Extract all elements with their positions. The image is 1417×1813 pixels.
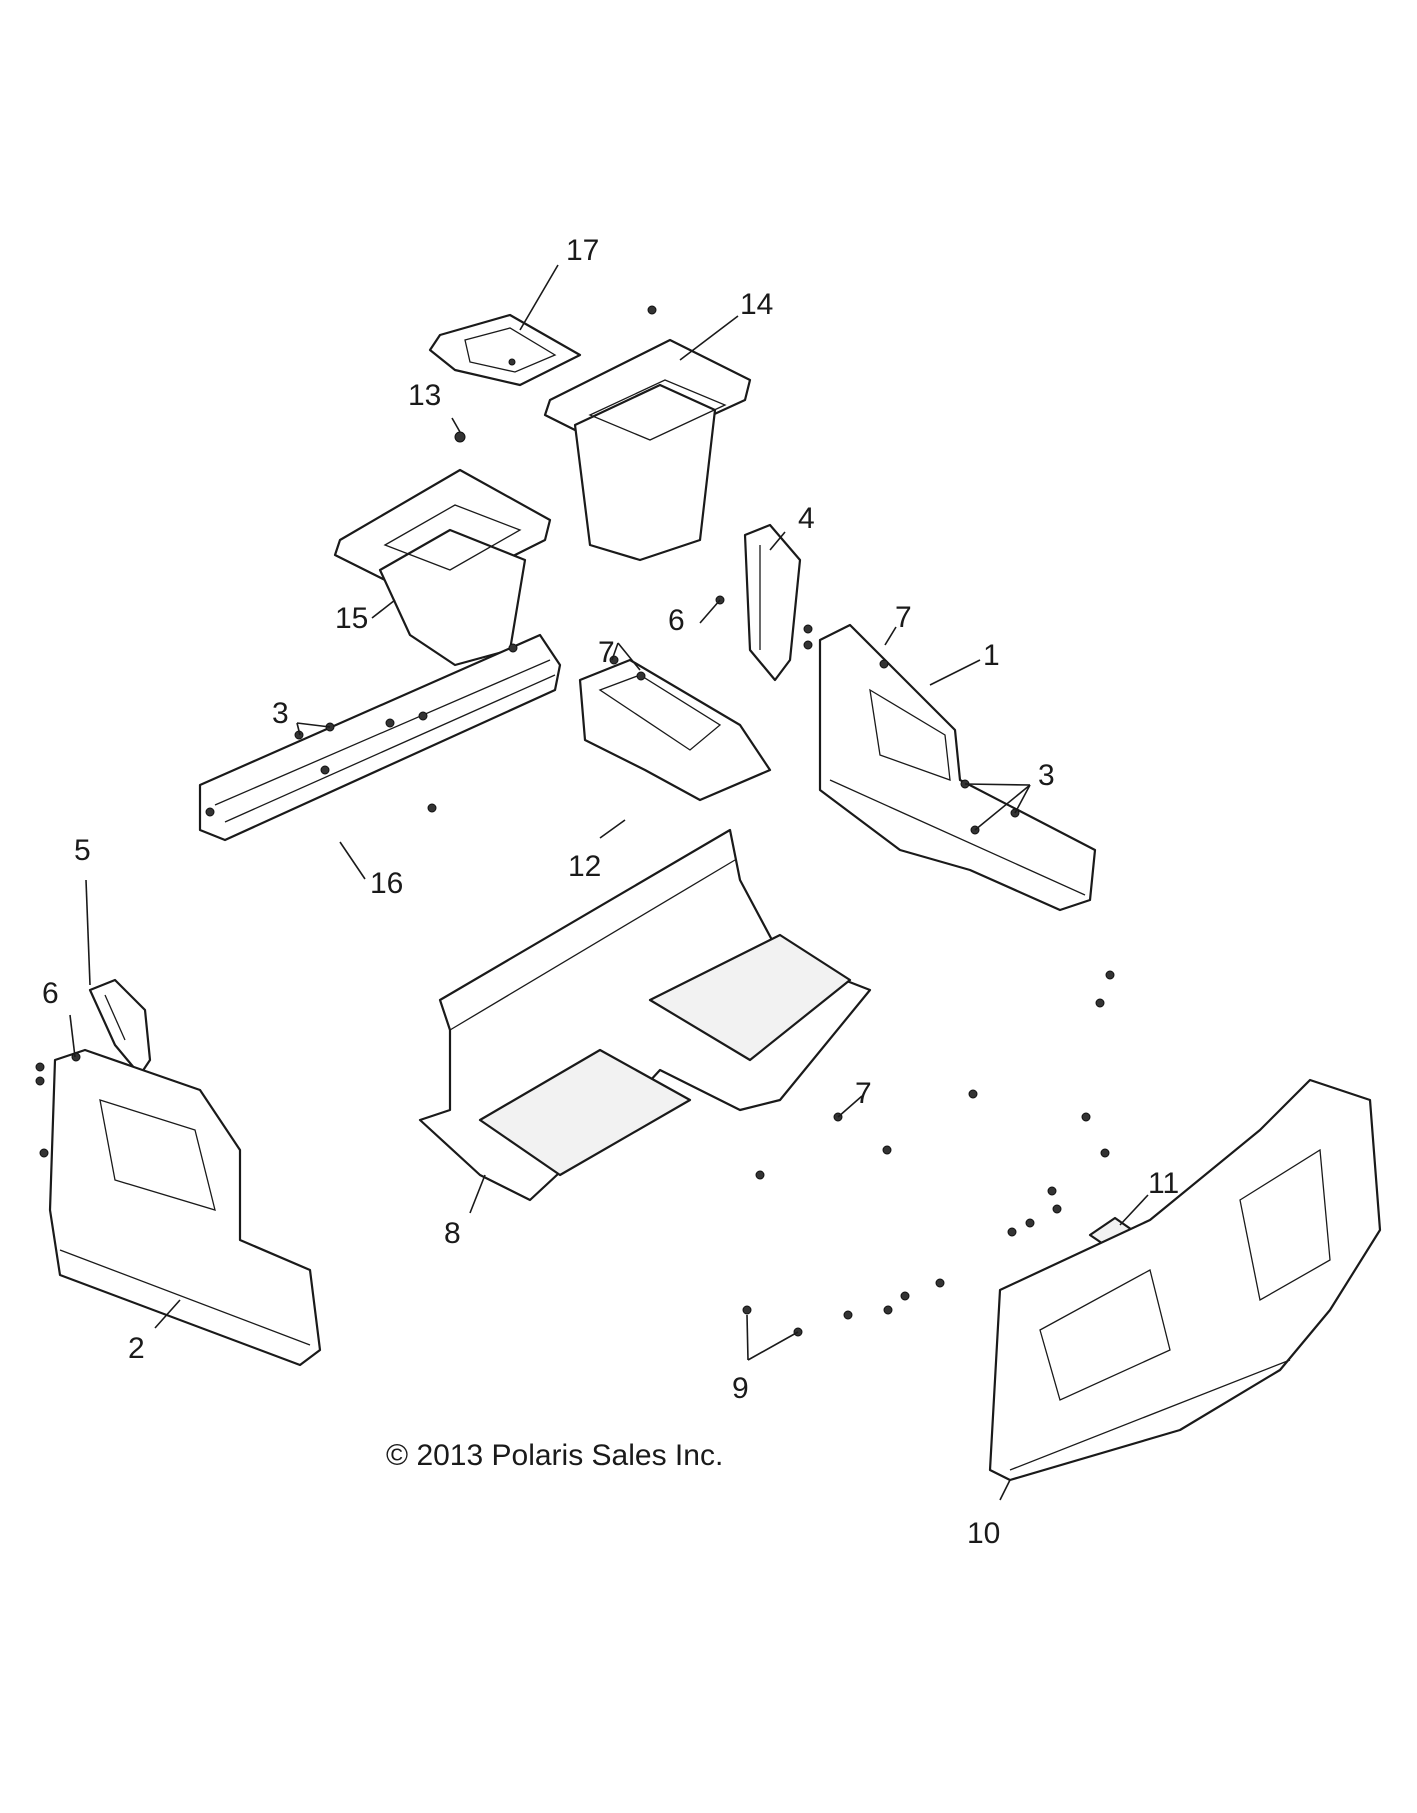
callout-10: 10 [967, 1517, 1000, 1550]
callout-15: 15 [335, 602, 368, 635]
callout-13: 13 [408, 379, 441, 412]
callout-1: 1 [983, 639, 1000, 672]
part-16-rail [198, 633, 562, 842]
part-4-side-panel [743, 523, 802, 682]
callout-9: 9 [732, 1372, 749, 1405]
callout-2: 2 [128, 1332, 145, 1365]
part-2-left-panel [48, 1048, 322, 1367]
callout-16: 16 [370, 867, 403, 900]
leader-lines [69, 264, 1149, 1501]
callout-6a: 6 [668, 604, 685, 637]
part-8-floor [418, 828, 872, 1202]
part-13-fastener [454, 431, 466, 443]
callout-3b: 3 [1038, 759, 1055, 792]
callout-labels: 17 14 13 15 4 6 7 1 7 3 3 16 12 5 6 8 7 … [42, 234, 1179, 1550]
copyright-notice: © 2013 Polaris Sales Inc. [386, 1439, 723, 1472]
part-14-storage-bin [543, 305, 752, 562]
callout-11: 11 [1148, 1167, 1179, 1200]
callout-14: 14 [740, 288, 773, 321]
callout-7c: 7 [855, 1077, 872, 1110]
part-10-rear-panel [988, 1078, 1382, 1482]
callout-8: 8 [444, 1217, 461, 1250]
callout-6b: 6 [42, 977, 59, 1010]
callout-7b: 7 [598, 636, 615, 669]
part-5-side-panel [88, 978, 152, 1077]
part-1-right-panel [818, 623, 1097, 912]
callout-17: 17 [566, 234, 599, 267]
part-15-storage-bin [333, 468, 552, 667]
callout-12: 12 [568, 850, 601, 883]
fasteners [35, 595, 1115, 1337]
callout-4: 4 [798, 502, 815, 535]
callout-7a: 7 [895, 601, 912, 634]
part-17-lid [428, 313, 582, 387]
callout-3a: 3 [272, 697, 289, 730]
part-12-console [578, 658, 772, 802]
callout-5: 5 [74, 834, 91, 867]
